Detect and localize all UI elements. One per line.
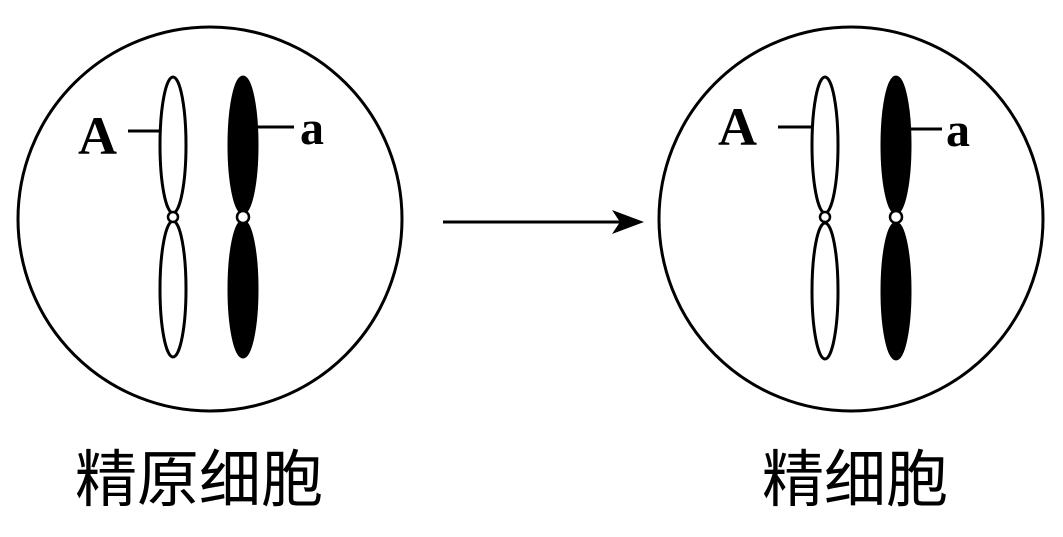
gene-label-A: A (718, 97, 757, 157)
centromere (166, 210, 180, 224)
cell-spermatogonium: A a (16, 25, 404, 413)
arrow-head (612, 210, 644, 234)
chromosome-dark-left (227, 75, 259, 359)
chromosome-dark-right (880, 75, 912, 361)
cell-membrane-left (16, 25, 404, 413)
chromatid-arm-lower (227, 219, 259, 359)
chromatid-arm-lower (810, 221, 840, 361)
process-arrow (443, 210, 644, 234)
gene-label-a: a (300, 102, 324, 155)
chromatid-arm-upper (227, 75, 259, 215)
chromatid-arm-upper (158, 75, 188, 215)
caption-sperm: 精细胞 (762, 443, 949, 516)
chromatid-arm-lower (158, 219, 188, 359)
chromatid-arm-upper (880, 75, 912, 215)
centromere (818, 210, 832, 224)
caption-spermatogonium: 精原细胞 (75, 443, 324, 516)
gene-label-A: A (78, 106, 117, 166)
chromatid-arm-upper (810, 75, 840, 215)
chromosome-light-left (158, 75, 188, 359)
chromatid-arm-lower (880, 221, 912, 361)
cell-sperm: A a (657, 25, 1045, 413)
centromere (235, 209, 251, 225)
cell-membrane-right (657, 25, 1045, 413)
chromosome-light-right (810, 75, 840, 361)
gene-label-a: a (946, 104, 970, 157)
centromere (888, 209, 904, 225)
